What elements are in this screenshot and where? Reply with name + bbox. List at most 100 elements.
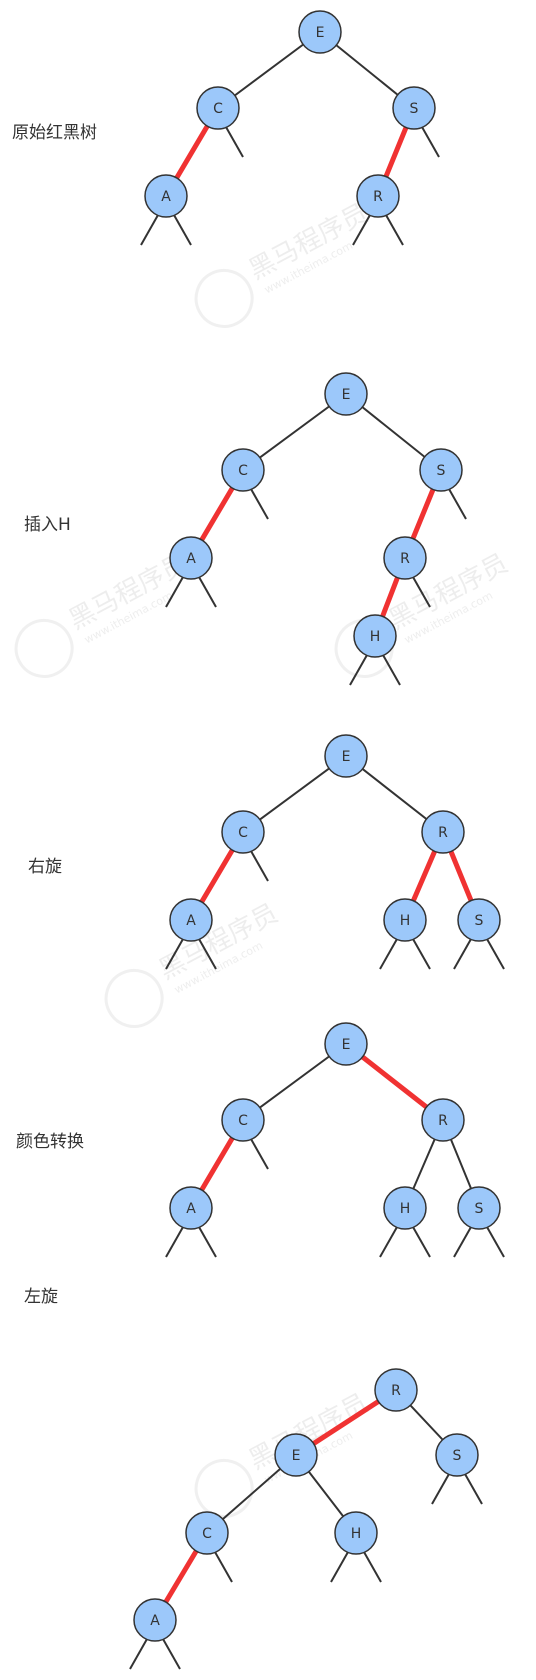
node-label: A <box>186 1201 196 1217</box>
tree-node-e: E <box>274 1433 318 1477</box>
tree-node-s: S <box>435 1433 479 1477</box>
node-circle <box>324 372 368 416</box>
null-link <box>385 214 404 246</box>
node-circle <box>383 536 427 580</box>
node-circle <box>421 1098 465 1142</box>
tree-node-s: S <box>419 448 463 492</box>
null-link <box>448 488 467 520</box>
stage-label: 原始红黑树 <box>12 123 97 143</box>
watermark-logo-icon <box>14 618 74 678</box>
null-link <box>225 126 244 158</box>
tree-node-a: A <box>144 174 188 218</box>
node-label: A <box>186 551 196 567</box>
tree-node-c: C <box>196 86 240 130</box>
tree-node-c: C <box>185 1511 229 1555</box>
null-link <box>412 576 431 608</box>
node-circle <box>221 448 265 492</box>
node-label: E <box>342 749 351 765</box>
null-link <box>379 938 398 970</box>
node-label: H <box>400 913 411 929</box>
tree-node-r: R <box>374 1368 418 1412</box>
node-circle <box>392 86 436 130</box>
node-label: S <box>437 463 446 479</box>
tree-node-s: S <box>457 898 501 942</box>
null-link <box>173 214 192 246</box>
node-circle <box>324 734 368 778</box>
tree-node-c: C <box>221 810 265 854</box>
null-link <box>486 1226 505 1258</box>
node-label: C <box>238 825 248 841</box>
node-circle <box>383 898 427 942</box>
tree-node-r: R <box>356 174 400 218</box>
null-link <box>453 1226 472 1258</box>
node-label: H <box>351 1526 362 1542</box>
node-label: S <box>453 1448 462 1464</box>
null-link <box>162 1638 181 1670</box>
null-link <box>412 938 431 970</box>
node-label: A <box>150 1613 160 1629</box>
null-link <box>250 1138 269 1170</box>
node-circle <box>274 1433 318 1477</box>
node-circle <box>298 10 342 54</box>
tree-node-s: S <box>392 86 436 130</box>
tree-node-h: H <box>383 1186 427 1230</box>
node-label: E <box>342 387 351 403</box>
node-label: R <box>391 1383 401 1399</box>
tree-node-a: A <box>133 1598 177 1642</box>
tree-node-a: A <box>169 536 213 580</box>
tree-stage-5: 左旋 R E S C H A <box>24 1287 483 1670</box>
node-label: R <box>438 825 448 841</box>
node-label: S <box>410 101 419 117</box>
tree-node-h: H <box>383 898 427 942</box>
null-link <box>198 1226 217 1258</box>
null-link <box>352 214 371 246</box>
node-circle <box>133 1598 177 1642</box>
node-label: R <box>438 1113 448 1129</box>
watermark-logo-icon <box>104 968 164 1028</box>
null-link <box>431 1473 450 1505</box>
tree-node-a: A <box>169 1186 213 1230</box>
watermark-logo-icon <box>194 268 254 328</box>
node-circle <box>374 1368 418 1412</box>
null-link <box>250 488 269 520</box>
node-label: E <box>292 1448 301 1464</box>
watermarks: 黑马程序员www.itheima.com黑马程序员www.itheima.com… <box>14 198 513 1518</box>
node-circle <box>169 898 213 942</box>
tree-node-s: S <box>457 1186 501 1230</box>
tree-node-e: E <box>298 10 342 54</box>
node-label: C <box>238 463 248 479</box>
node-circle <box>435 1433 479 1477</box>
node-label: H <box>370 629 381 645</box>
node-circle <box>457 898 501 942</box>
node-circle <box>169 1186 213 1230</box>
null-link <box>363 1551 382 1583</box>
null-link <box>379 1226 398 1258</box>
node-label: C <box>213 101 223 117</box>
node-circle <box>144 174 188 218</box>
node-circle <box>334 1511 378 1555</box>
node-label: R <box>400 551 410 567</box>
stage-label: 左旋 <box>24 1287 58 1307</box>
null-link <box>198 576 217 608</box>
tree-node-a: A <box>169 898 213 942</box>
node-circle <box>457 1186 501 1230</box>
null-link <box>165 576 184 608</box>
null-link <box>412 1226 431 1258</box>
node-label: C <box>202 1526 212 1542</box>
null-link <box>165 938 184 970</box>
tree-node-c: C <box>221 1098 265 1142</box>
null-link <box>464 1473 483 1505</box>
tree-node-e: E <box>324 734 368 778</box>
tree-node-h: H <box>334 1511 378 1555</box>
node-circle <box>169 536 213 580</box>
tree-stage-1: 原始红黑树 E C S A R <box>12 10 440 246</box>
null-link <box>214 1551 233 1583</box>
null-link <box>382 654 401 686</box>
node-circle <box>185 1511 229 1555</box>
null-link <box>421 126 440 158</box>
